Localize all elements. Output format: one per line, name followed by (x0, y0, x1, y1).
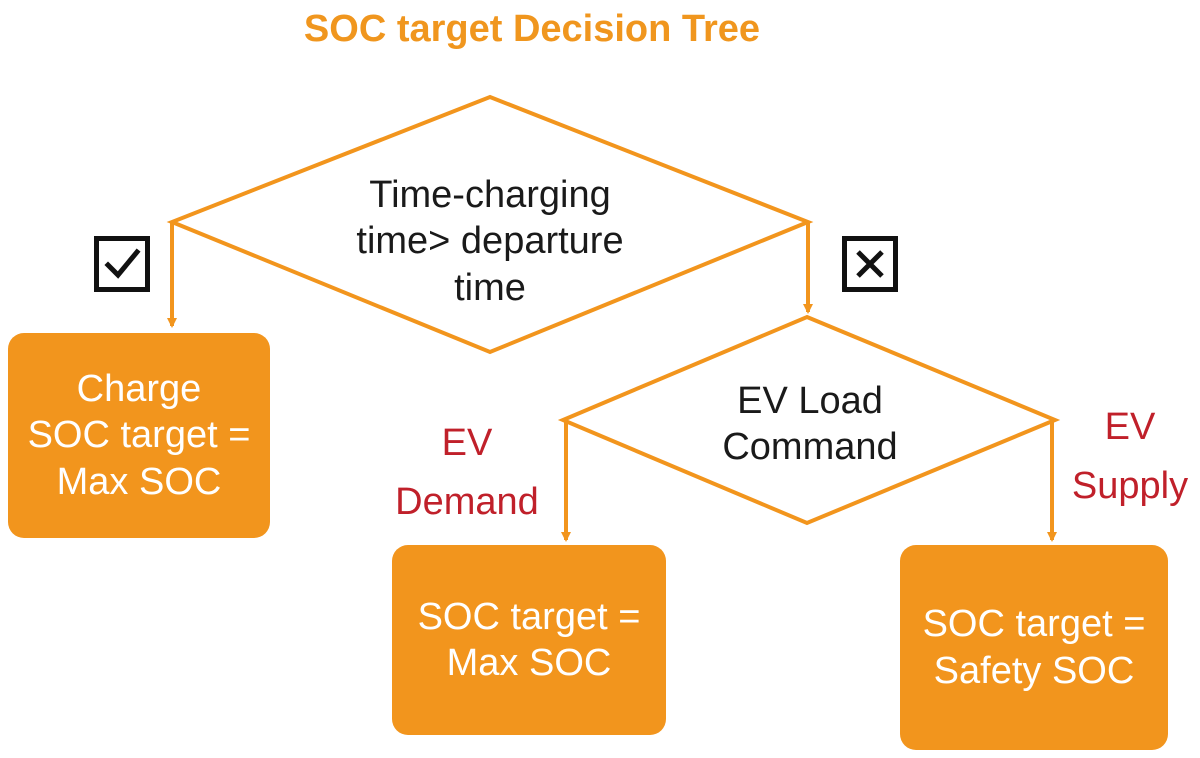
outcome-charge-line2: SOC target = (27, 414, 251, 457)
x-mark-icon (842, 236, 898, 292)
outcome-charge-line1: Charge (76, 367, 202, 410)
decision-time-line3: time (454, 266, 526, 309)
outcome-demand-max-soc: SOC target = Max SOC (392, 545, 666, 735)
ev-supply-line1: EV (1104, 406, 1156, 448)
decision-time-text: Time-charging time> departure time (300, 172, 680, 311)
branch-label-ev-demand: EV Demand (372, 414, 562, 532)
outcome-supply-line1: SOC target = (922, 603, 1146, 646)
decision-load-line2: Command (722, 426, 898, 469)
decision-diamond-load (557, 314, 1061, 526)
ev-demand-line2: Demand (395, 480, 539, 523)
ev-supply-line2: Supply (1071, 464, 1189, 507)
outcome-demand-line2: Max SOC (446, 642, 612, 684)
check-mark-icon (94, 236, 150, 292)
branch-label-ev-supply: EV Supply (1060, 398, 1200, 516)
outcome-charge-max-soc: Charge SOC target = Max SOC (8, 333, 270, 538)
decision-load-line1: EV Load (737, 380, 883, 422)
ev-demand-line1: EV (441, 422, 493, 464)
outcome-demand-line1: SOC target = (417, 595, 641, 638)
decision-load-text: EV Load Command (660, 378, 960, 471)
diagram-title: SOC target Decision Tree (303, 8, 761, 50)
outcome-supply-line2: Safety SOC (933, 649, 1135, 692)
decision-diamond-time (166, 94, 814, 355)
outcome-supply-safety-soc: SOC target = Safety SOC (900, 545, 1168, 750)
outcome-charge-line3: Max SOC (56, 460, 222, 503)
decision-time-line2: time> departure (356, 220, 624, 263)
decision-time-line1: Time-charging (369, 174, 611, 216)
